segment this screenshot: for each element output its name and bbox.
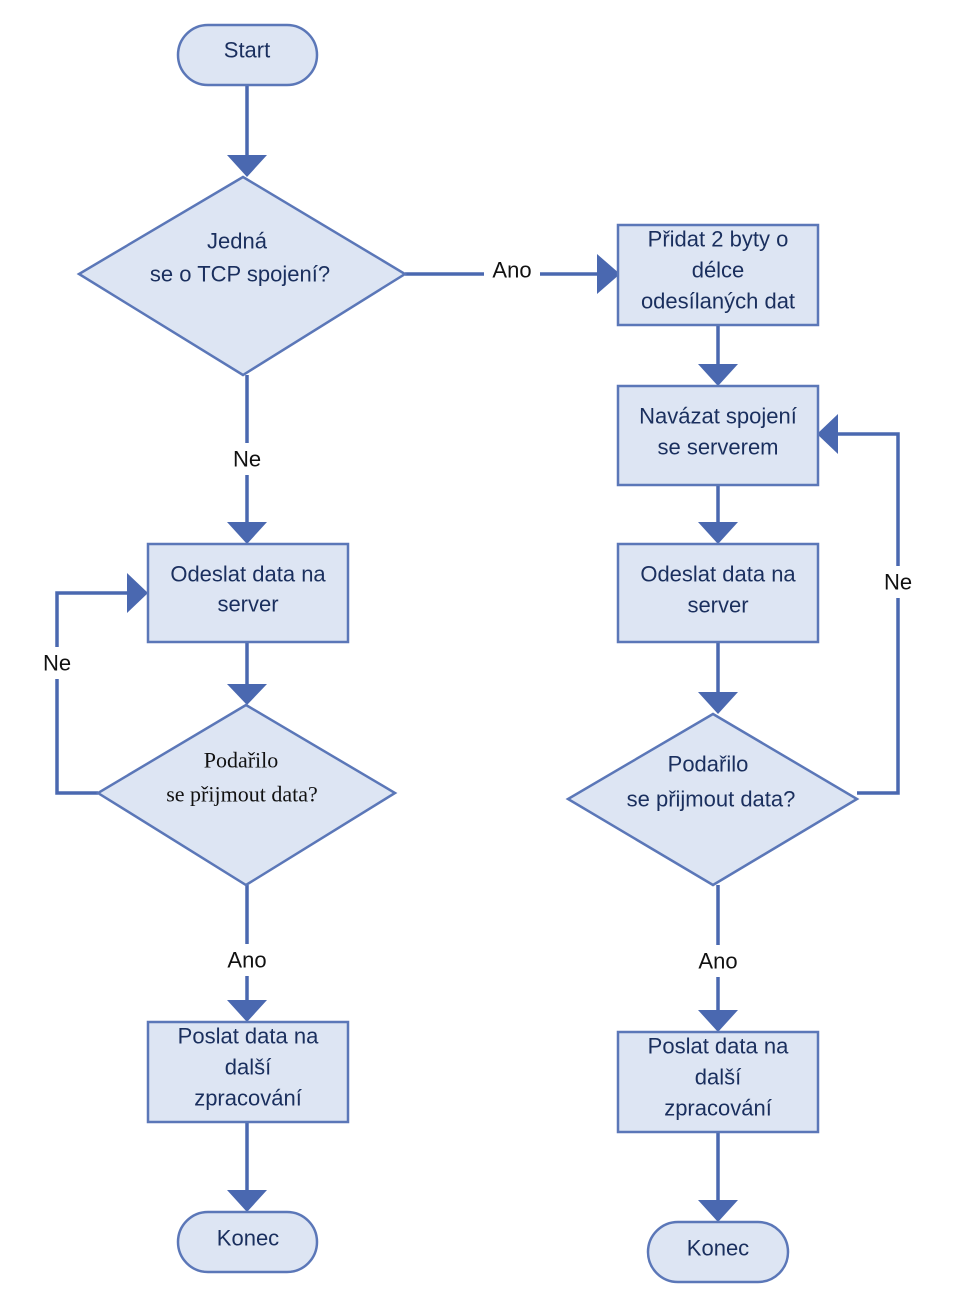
arrowhead-right-forward-to-end (698, 1200, 738, 1222)
process-forward-right-line-1: Poslat data na (648, 1034, 789, 1059)
process-send-data-right-line-2: server (687, 593, 748, 618)
arrowhead-tcp-no (227, 522, 267, 544)
edge-label-tcp-yes: Ano (492, 258, 531, 283)
process-forward-data-right: Poslat data na další zpracování (616, 1030, 820, 1134)
arrowhead-left-forward-to-end (227, 1190, 267, 1212)
arrowhead-right-connect-to-send (698, 522, 738, 544)
process-connect-server: Navázat spojení se serverem (616, 384, 820, 487)
edge-label-tcp-no: Ne (233, 447, 261, 472)
process-forward-left-line-3: zpracování (194, 1086, 302, 1111)
node-end-left-label: Konec (217, 1226, 279, 1251)
process-forward-left-line-2: další (225, 1055, 271, 1080)
decision-received-right-line-2: se přijmout data? (627, 787, 796, 812)
process-connect-line-2: se serverem (657, 435, 778, 460)
process-add-length-bytes: Přidat 2 byty o délce odesílaných dat (616, 223, 820, 327)
arrowheads (127, 155, 838, 1222)
arrowhead-start-to-tcp (227, 155, 267, 177)
edge-label-left-retry-no: Ne (43, 651, 71, 676)
process-connect-line-1: Navázat spojení (639, 404, 797, 429)
arrowhead-left-send-to-decision (227, 684, 267, 705)
process-add-bytes-line-2: délce (692, 258, 745, 283)
connector-right-retry-loop (834, 432, 900, 795)
process-send-data-left-line-1: Odeslat data na (170, 562, 326, 587)
process-forward-left-line-1: Poslat data na (178, 1024, 319, 1049)
process-add-bytes-line-1: Přidat 2 byty o (648, 227, 789, 252)
edge-label-right-retry-no: Ne (884, 570, 912, 595)
decision-received-left-line-2: se přijmout data? (166, 782, 318, 807)
decision-tcp-connection: Jedná se o TCP spojení? (76, 175, 408, 377)
edge-labels: Ano Ne Ne Ano Ne Ano (36, 255, 919, 977)
process-forward-data-left: Poslat data na další zpracování (146, 1020, 350, 1124)
node-start: Start (176, 23, 319, 87)
edge-label-right-success-yes: Ano (698, 949, 737, 974)
process-forward-right-line-2: další (695, 1065, 741, 1090)
node-end-right: Konec (646, 1220, 790, 1284)
process-forward-right-line-3: zpracování (664, 1096, 772, 1121)
process-send-data-left-line-2: server (217, 592, 278, 617)
arrowhead-right-success (698, 1010, 738, 1032)
node-end-right-label: Konec (687, 1236, 749, 1261)
decision-data-received-left: Podařilo se přijmout data? (95, 703, 398, 887)
arrowhead-right-add-to-connect (698, 364, 738, 386)
arrowhead-left-retry-loop (127, 573, 148, 613)
connector-left-retry-loop (55, 591, 130, 795)
arrowhead-right-send-to-decision (698, 692, 738, 714)
arrowhead-left-success (227, 1000, 267, 1022)
decision-tcp-line-2: se o TCP spojení? (150, 262, 330, 287)
process-send-data-right: Odeslat data na server (616, 542, 820, 644)
arrowhead-right-retry-loop (817, 414, 838, 454)
decision-tcp-line-1: Jedná (207, 229, 268, 254)
arrowhead-tcp-yes (597, 254, 620, 294)
process-send-data-right-line-1: Odeslat data na (640, 562, 796, 587)
decision-received-left-line-1: Podařilo (204, 748, 279, 773)
node-end-left: Konec (176, 1210, 319, 1274)
node-start-label: Start (224, 38, 270, 63)
process-send-data-left: Odeslat data na server (146, 542, 350, 644)
process-add-bytes-line-3: odesílaných dat (641, 289, 795, 314)
decision-data-received-right: Podařilo se přijmout data? (565, 712, 860, 887)
decision-received-right-line-1: Podařilo (668, 752, 749, 777)
edge-label-left-success-yes: Ano (227, 948, 266, 973)
